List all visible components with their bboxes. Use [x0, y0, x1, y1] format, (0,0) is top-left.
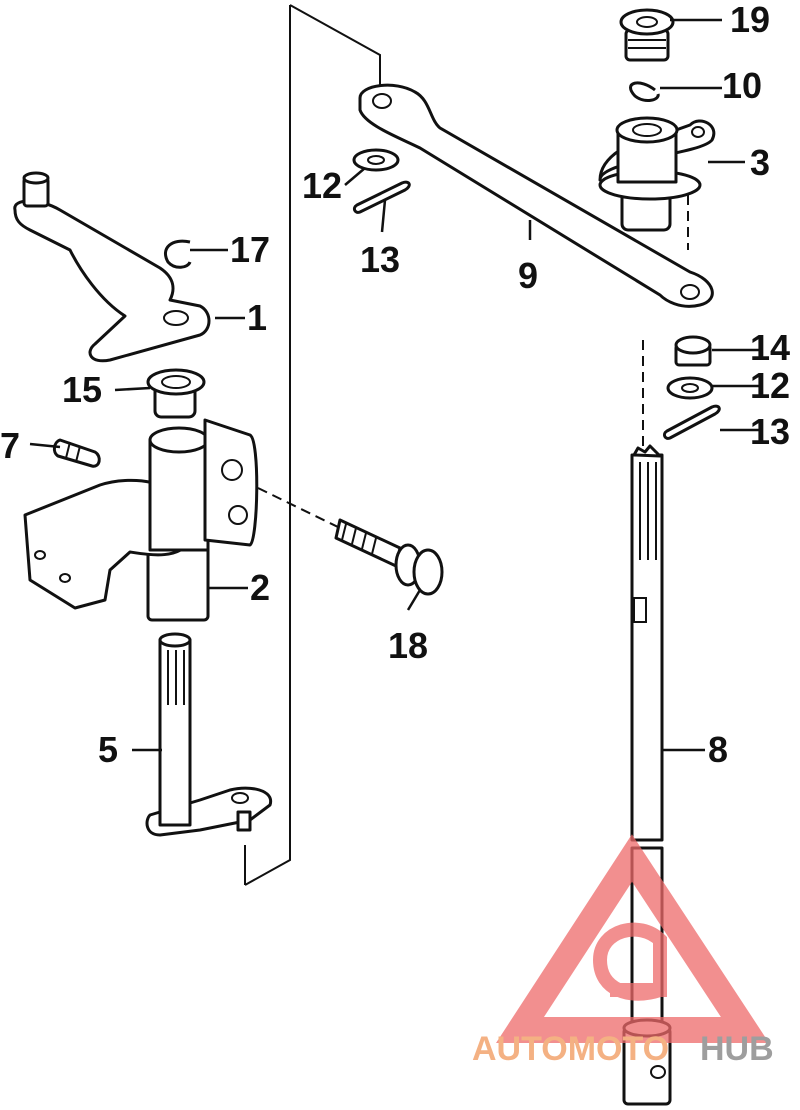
part-12-washer-lower: [666, 376, 714, 400]
part-14-nut: [674, 335, 712, 367]
callout-9: 9: [518, 255, 538, 296]
callout-labels: 19 10 3 12 13 9 1 17 15 7 2 18 5 8 14 12…: [0, 0, 790, 770]
watermark-triangle-icon: [496, 834, 770, 1043]
watermark-g-icon: [592, 922, 667, 1001]
callout-10: 10: [722, 65, 762, 106]
part-13-cotter-pin-lower: [662, 404, 721, 440]
watermark-logo: [496, 834, 770, 1043]
part-5-shaft-arm: [145, 632, 273, 837]
callout-1: 1: [247, 297, 267, 338]
callout-5: 5: [98, 729, 118, 770]
callout-3: 3: [750, 142, 770, 183]
callout-12-upper: 12: [302, 165, 342, 206]
part-13-cotter-pin-upper: [352, 180, 411, 214]
watermark-text-automoto: AUTOMOTO: [472, 1030, 669, 1068]
part-10-snap-ring: [629, 81, 660, 102]
callout-7: 7: [0, 425, 20, 466]
part-1-arm-lever: [13, 171, 211, 363]
part-2-bracket-housing: [23, 418, 259, 622]
part-17-e-ring: [164, 239, 192, 269]
part-18-flange-bolt: [334, 518, 444, 596]
part-3-bushing: [598, 116, 716, 232]
part-12-washer-upper: [352, 148, 400, 172]
callout-13-upper: 13: [360, 239, 400, 280]
callout-17: 17: [230, 229, 270, 270]
callout-19: 19: [730, 0, 770, 40]
callout-14: 14: [750, 327, 790, 368]
callout-13-lower: 13: [750, 411, 790, 452]
part-19-plug: [619, 8, 675, 62]
part-8-shaft: [622, 444, 672, 1106]
callout-18: 18: [388, 625, 428, 666]
callout-8: 8: [708, 729, 728, 770]
part-7-grease-fitting: [52, 438, 101, 468]
callout-12-lower: 12: [750, 365, 790, 406]
watermark-text-hub: HUB: [700, 1030, 774, 1068]
watermark-text: AUTOMOTO HUB: [472, 1030, 774, 1068]
alignment-lines: [257, 195, 689, 529]
assembly-bracket-lines: [244, 4, 381, 886]
callout-15: 15: [62, 369, 102, 410]
part-9-link-lever: [358, 83, 714, 308]
leader-lines: [29, 18, 760, 752]
callout-2: 2: [250, 567, 270, 608]
part-15-bushing: [146, 368, 206, 419]
